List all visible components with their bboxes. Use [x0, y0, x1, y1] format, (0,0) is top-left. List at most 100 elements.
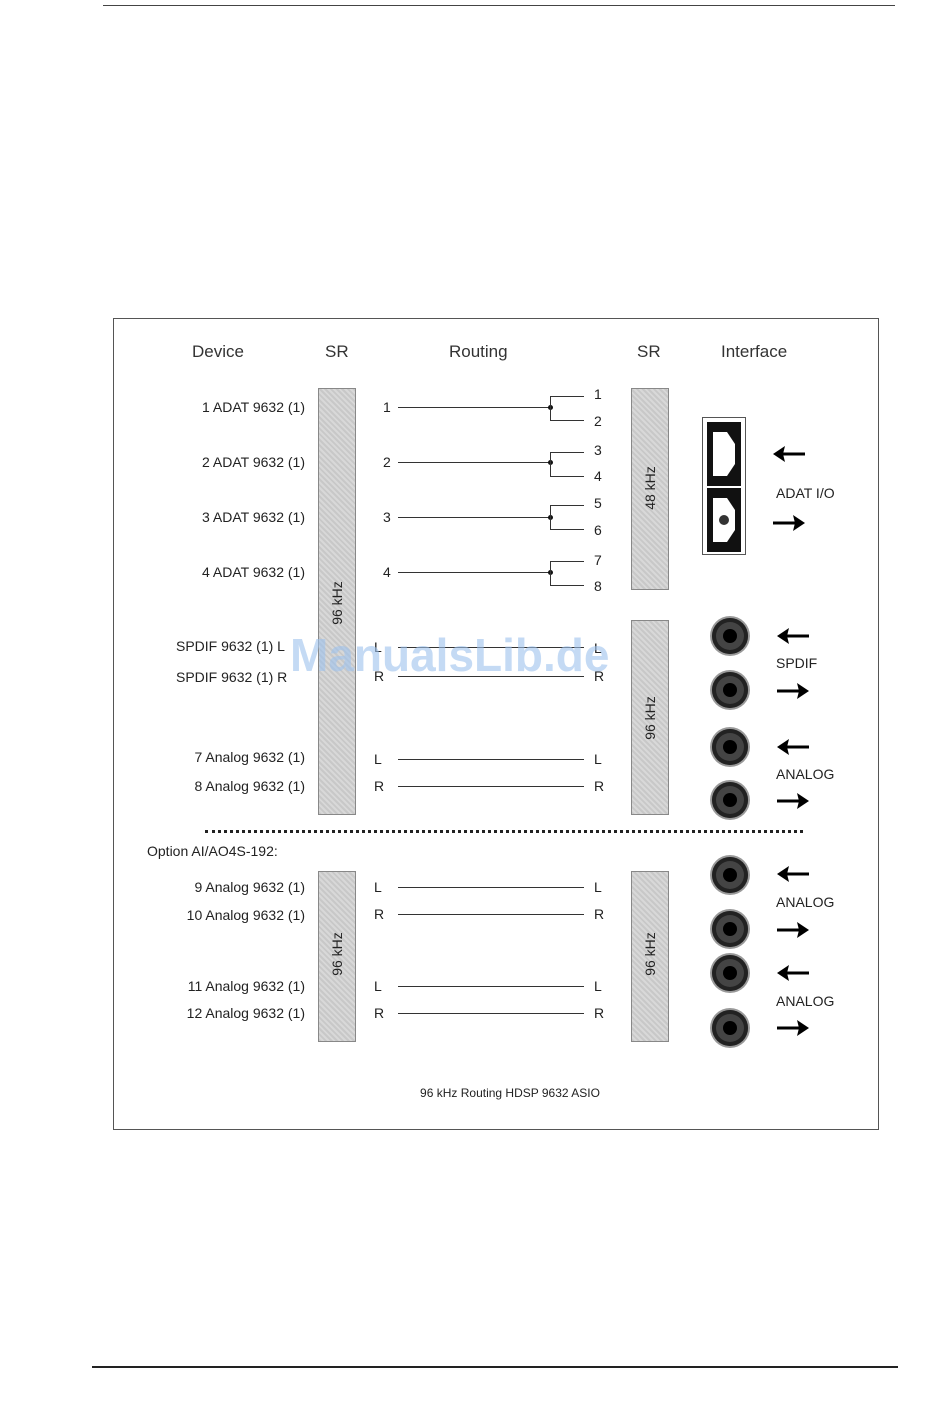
arrow-right-icon [773, 515, 805, 531]
interface-label-spdif: SPDIF [776, 655, 818, 671]
arrow-left-icon [777, 965, 809, 981]
routing-line [550, 396, 584, 397]
routing-out-label: 7 [594, 552, 602, 568]
analog-out-jack-icon [712, 782, 748, 818]
header-interface: Interface [721, 342, 788, 361]
adat-out-port-icon [707, 488, 741, 552]
routing-line [398, 676, 584, 677]
interface-label-analog: ANALOG [776, 766, 835, 782]
routing-fork [550, 561, 551, 585]
sr-label-left-option: 96 kHz [329, 932, 345, 976]
routing-in-label: R [374, 668, 385, 684]
routing-line [398, 786, 584, 787]
spdif-out-jack-icon [712, 672, 748, 708]
analog-in-jack-icon [712, 857, 748, 893]
routing-in-label: L [374, 751, 382, 767]
routing-line [550, 420, 584, 421]
adat-port-housing [702, 417, 746, 555]
spdif-in-jack-icon [712, 618, 748, 654]
routing-line [550, 452, 584, 453]
device-label: 4 ADAT 9632 (1) [202, 564, 305, 580]
routing-line [398, 517, 552, 518]
routing-line [398, 914, 584, 915]
device-label: 3 ADAT 9632 (1) [202, 509, 305, 525]
routing-out-label: L [594, 751, 602, 767]
routing-line [398, 1013, 584, 1014]
routing-out-label: R [594, 668, 605, 684]
routing-line [550, 585, 584, 586]
header-sr-right: SR [637, 342, 661, 361]
device-label: 8 Analog 9632 (1) [194, 778, 305, 794]
device-label: 9 Analog 9632 (1) [194, 879, 305, 895]
routing-out-label: 3 [594, 442, 602, 458]
routing-in-label: L [374, 978, 382, 994]
header-device: Device [192, 342, 244, 361]
option-label: Option AI/AO4S-192: [147, 843, 278, 859]
sr-label-right-adat: 48 kHz [642, 466, 658, 510]
analog-in-jack-icon [712, 955, 748, 991]
arrow-left-icon [777, 628, 809, 644]
routing-line [398, 887, 584, 888]
device-label: 7 Analog 9632 (1) [194, 749, 305, 765]
device-label: SPDIF 9632 (1) L [176, 638, 285, 654]
device-label: 1 ADAT 9632 (1) [202, 399, 305, 415]
sr-label-right-option: 96 kHz [642, 932, 658, 976]
sr-bar-right-adat [631, 388, 669, 590]
routing-out-label: 2 [594, 413, 602, 429]
routing-line [550, 561, 584, 562]
sr-bar-left-option [318, 871, 356, 1042]
device-label: 10 Analog 9632 (1) [186, 907, 305, 923]
routing-out-label: R [594, 778, 605, 794]
interface-label-analog: ANALOG [776, 894, 835, 910]
routing-in-label: L [374, 639, 382, 655]
routing-line [550, 505, 584, 506]
routing-in-label: R [374, 778, 385, 794]
routing-out-label: R [594, 1005, 605, 1021]
routing-line [398, 759, 584, 760]
routing-out-label: R [594, 906, 605, 922]
device-label: 2 ADAT 9632 (1) [202, 454, 305, 470]
device-label: 11 Analog 9632 (1) [187, 978, 305, 994]
header-routing: Routing [449, 342, 508, 361]
routing-line [398, 462, 552, 463]
routing-fork [550, 505, 551, 529]
adat-in-port-icon [707, 422, 741, 486]
arrow-left-icon [777, 866, 809, 882]
arrow-left-icon [777, 739, 809, 755]
routing-in-label: 1 [383, 399, 391, 415]
routing-out-label: 6 [594, 522, 602, 538]
watermark: ManualsLib.de [290, 629, 610, 681]
top-rule [103, 5, 895, 6]
sr-label-right-spdif: 96 kHz [642, 696, 658, 740]
arrow-right-icon [777, 683, 809, 699]
routing-in-label: 3 [383, 509, 391, 525]
option-separator [205, 830, 803, 833]
routing-line [398, 647, 584, 648]
analog-out-jack-icon [712, 911, 748, 947]
routing-out-label: 8 [594, 578, 602, 594]
analog-out-jack-icon [712, 1010, 748, 1046]
routing-out-label: L [594, 879, 602, 895]
analog-in-jack-icon [712, 729, 748, 765]
arrow-right-icon [777, 922, 809, 938]
routing-line [550, 476, 584, 477]
routing-line [398, 572, 552, 573]
routing-line [550, 529, 584, 530]
diagram-frame [113, 318, 879, 1130]
sr-bar-right-option [631, 871, 669, 1042]
routing-out-label: L [594, 978, 602, 994]
arrow-left-icon [773, 446, 805, 462]
routing-out-label: 4 [594, 468, 602, 484]
header-sr-left: SR [325, 342, 349, 361]
routing-fork [550, 452, 551, 476]
routing-line [398, 407, 552, 408]
routing-out-label: 5 [594, 495, 602, 511]
routing-out-label: L [594, 640, 602, 656]
sr-bar-right-spdif [631, 620, 669, 815]
device-label: SPDIF 9632 (1) R [176, 669, 288, 685]
routing-in-label: 4 [383, 564, 391, 580]
device-label: 12 Analog 9632 (1) [186, 1005, 305, 1021]
arrow-right-icon [777, 793, 809, 809]
figure-caption: 96 kHz Routing HDSP 9632 ASIO [420, 1086, 600, 1100]
bottom-rule [92, 1366, 898, 1368]
